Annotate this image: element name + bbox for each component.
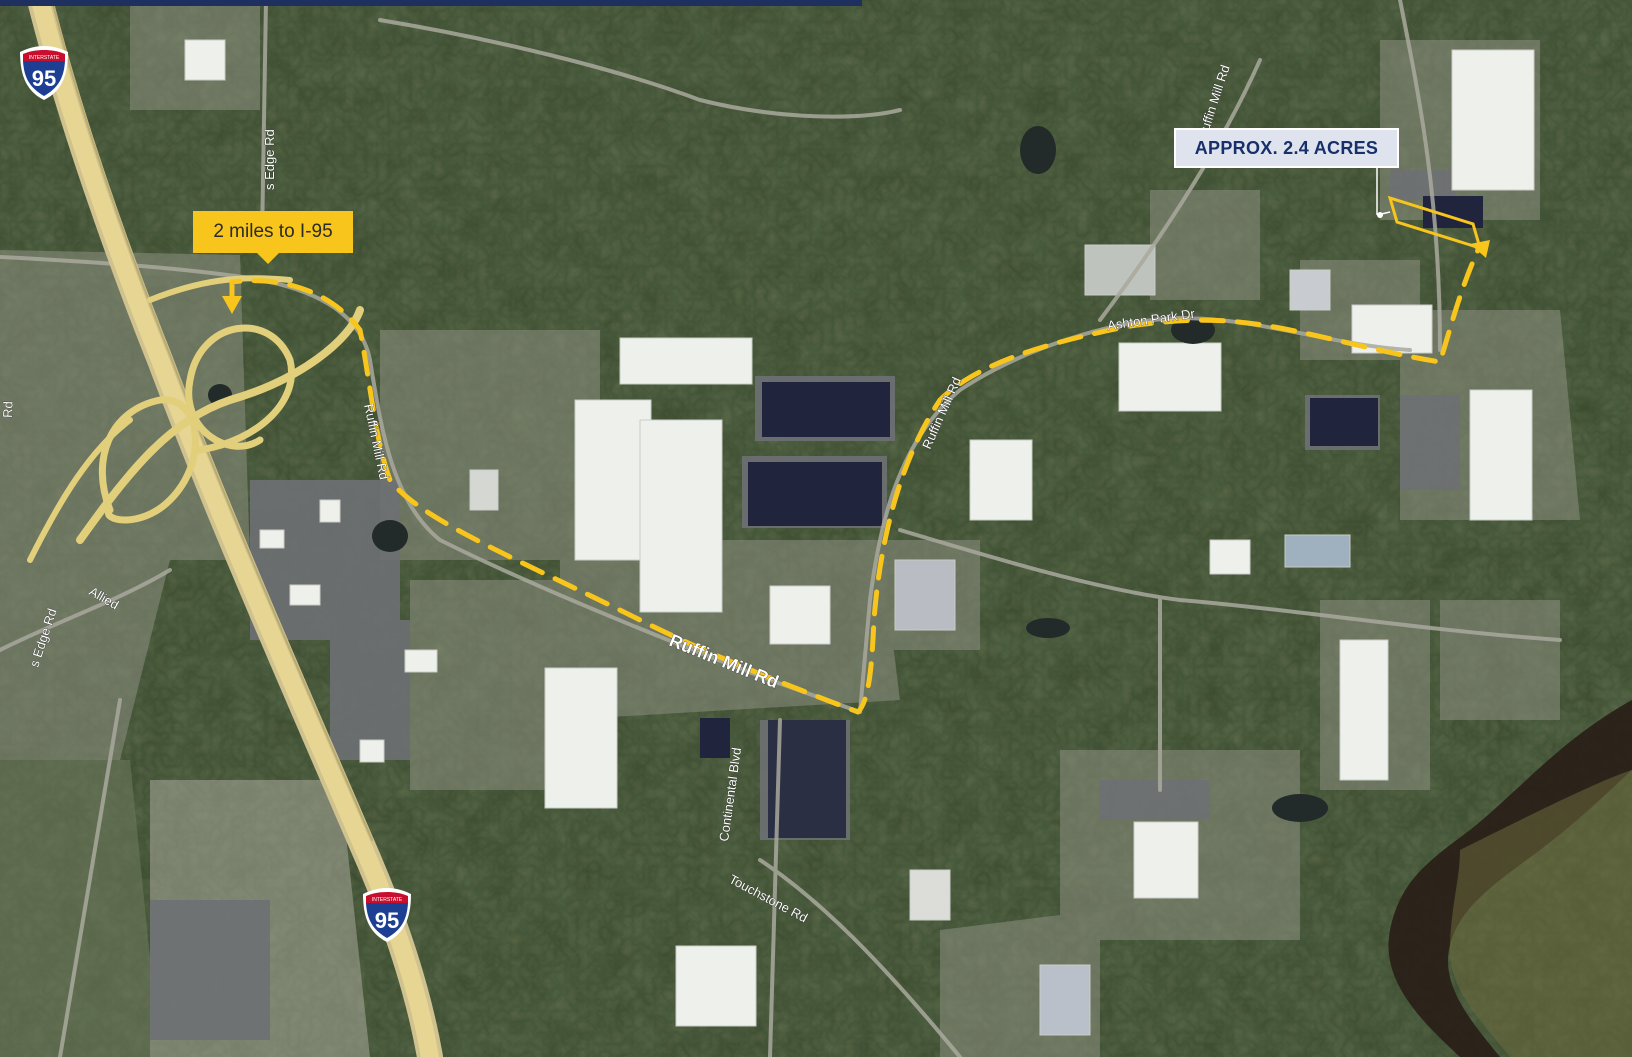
shield-north-number: 95 [32,66,56,91]
river [1388,700,1632,1057]
label-west-partial: Rd [0,401,16,418]
local-roads [0,0,1562,1057]
shield-south-number: 95 [375,908,399,933]
interstate-95-shield-south: INTERSTATE 95 [363,888,411,942]
label-rivers-edge-north: s Edge Rd [262,129,277,190]
shield-south-banner: INTERSTATE [372,897,403,903]
route-path [229,247,1481,715]
warehouse-buildings [184,39,1535,1036]
cleared-land [0,0,1580,1057]
site-outline [1387,195,1483,251]
interstate-95-shield-north: INTERSTATE 95 [20,46,68,100]
interstate-highway [27,0,443,1057]
solar-arrays [700,196,1483,838]
site-leader-dot [1377,212,1383,218]
header-accent-bar [0,0,862,6]
route-arrow-start [222,296,242,314]
shield-north-banner: INTERSTATE [29,55,60,61]
callout-site-acreage: APPROX. 2.4 ACRES [1174,128,1399,168]
marsh [1450,770,1632,1057]
callout-miles-to-interstate: 2 miles to I-95 [193,211,353,264]
ponds [208,126,1328,822]
